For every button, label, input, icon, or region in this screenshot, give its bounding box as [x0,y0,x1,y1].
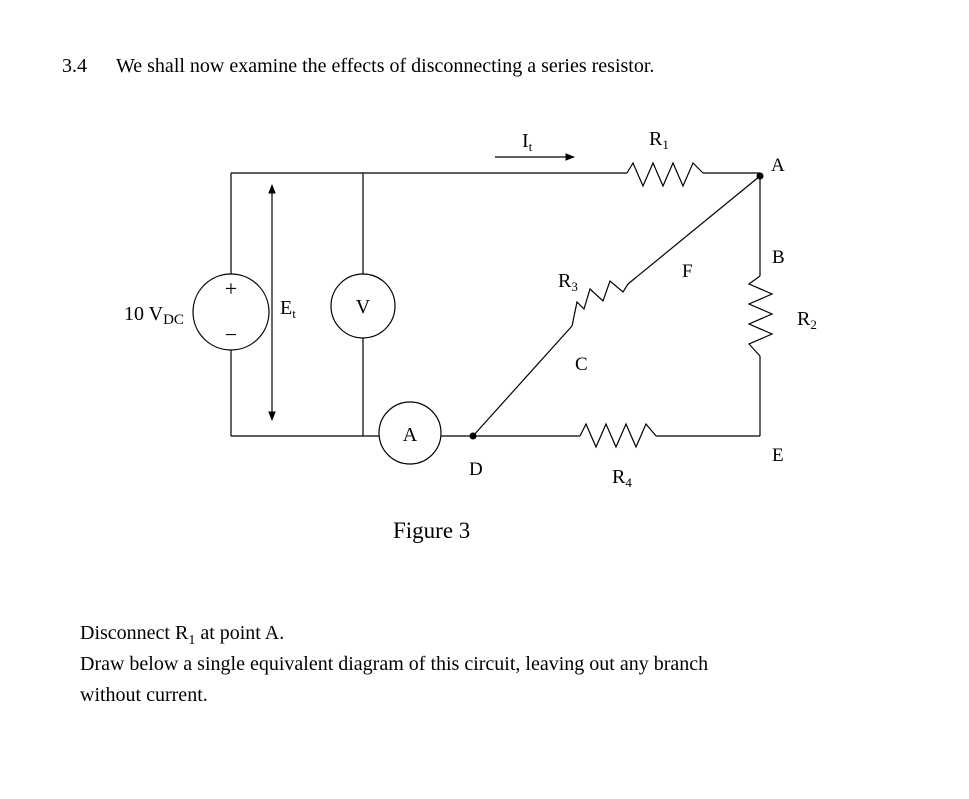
resistor-r1 [626,161,704,188]
point-f-label: F [682,261,693,282]
junction-a [756,172,764,180]
question-title: We shall now examine the effects of disc… [116,55,655,77]
resistor-r2 [747,275,774,357]
r3-label: R3 [558,270,578,294]
resistor-r3 [571,279,629,327]
resistor-r4 [579,422,657,449]
it-label: It [522,130,533,154]
ammeter: A [378,401,442,465]
figure-caption: Figure 3 [393,518,471,543]
point-b-label: B [772,247,785,268]
point-a-label: A [771,155,785,176]
source-label: 10 VDC [124,303,184,328]
voltmeter: V [330,273,396,339]
r2-label: R2 [797,308,817,332]
r4-label: R4 [612,466,632,490]
point-c-label: C [575,354,588,375]
source-minus-sign: − [225,322,237,347]
et-label: Et [280,297,296,321]
source-plus-sign: + [225,276,237,301]
question-number: 3.4 [62,55,87,77]
junction-d [469,432,477,440]
voltage-source: + − [192,273,270,351]
voltmeter-label: V [356,296,371,318]
instruction-line-2: Draw below a single equivalent diagram o… [80,653,709,675]
circuit-wires [230,172,761,437]
point-e-label: E [772,445,784,466]
instruction-line-1: Disconnect R1 at point A. [80,622,285,648]
ammeter-label: A [403,424,418,446]
point-d-label: D [469,459,483,480]
r1-label: R1 [649,128,669,152]
instruction-line-3: without current. [80,684,208,706]
